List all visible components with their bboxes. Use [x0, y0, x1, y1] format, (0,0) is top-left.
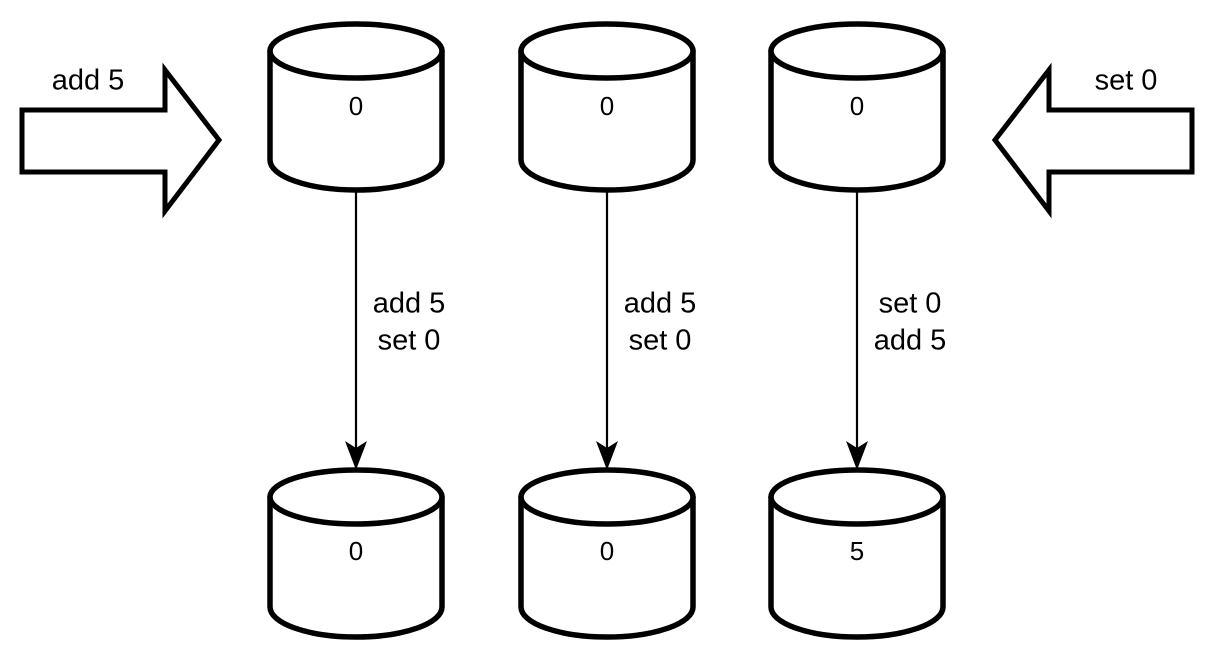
replica-2-bottom-cylinder-body [518, 494, 696, 640]
replica-2-operation-2: set 0 [629, 325, 692, 357]
replica-2-top-value: 0 [600, 91, 614, 121]
replica-3-top-cylinder-body [768, 48, 946, 193]
replica-3-connector [846, 189, 868, 470]
replica-1-operation-1: add 5 [373, 288, 446, 320]
left-input-arrow-label: add 5 [52, 65, 125, 97]
replica-2-bottom-value: 0 [600, 536, 614, 566]
replica-2-top-cylinder-lid [518, 21, 696, 81]
replica-3-operation-2: add 5 [874, 325, 947, 357]
replica-3-bottom-value: 5 [850, 536, 864, 566]
replica-1-top-cylinder-lid [267, 21, 445, 81]
replica-column-1: 0 add 5 set 0 0 [267, 21, 446, 640]
replica-1-bottom-value: 0 [349, 536, 363, 566]
replica-1-top-value: 0 [349, 91, 363, 121]
replica-column-2: 0 add 5 set 0 0 [518, 21, 697, 640]
replica-1-top-cylinder: 0 [267, 21, 445, 193]
replica-1-connector [345, 189, 367, 470]
replica-2-top-cylinder-body [518, 48, 696, 193]
right-input-arrow: set 0 [991, 62, 1195, 219]
replica-3-bottom-cylinder-body [768, 494, 946, 640]
replica-2-connector-arrowhead [596, 441, 618, 470]
right-input-arrow-label: set 0 [1095, 65, 1158, 97]
replica-2-bottom-cylinder-lid [518, 467, 696, 527]
replica-1-bottom-cylinder-lid [267, 467, 445, 527]
replica-3-operation-1: set 0 [879, 288, 942, 320]
replica-3-top-value: 0 [850, 91, 864, 121]
replica-2-bottom-cylinder: 0 [518, 467, 696, 640]
left-input-arrow-shape [19, 62, 223, 219]
replica-1-bottom-cylinder-body [267, 494, 445, 640]
replica-3-top-cylinder: 0 [768, 21, 946, 193]
replica-1-connector-arrowhead [345, 441, 367, 470]
replica-2-connector [596, 189, 618, 470]
replica-2-operation-1: add 5 [624, 288, 697, 320]
left-input-arrow: add 5 [19, 62, 223, 219]
replica-3-top-cylinder-lid [768, 21, 946, 81]
replica-1-operation-2: set 0 [378, 325, 441, 357]
replica-3-connector-arrowhead [846, 441, 868, 470]
replica-2-top-cylinder: 0 [518, 21, 696, 193]
right-input-arrow-shape [991, 62, 1195, 219]
replica-column-3: 0 set 0 add 5 5 [768, 21, 947, 640]
replica-3-bottom-cylinder-lid [768, 467, 946, 527]
replica-1-bottom-cylinder: 0 [267, 467, 445, 640]
replica-3-bottom-cylinder: 5 [768, 467, 946, 640]
replica-1-top-cylinder-body [267, 48, 445, 193]
